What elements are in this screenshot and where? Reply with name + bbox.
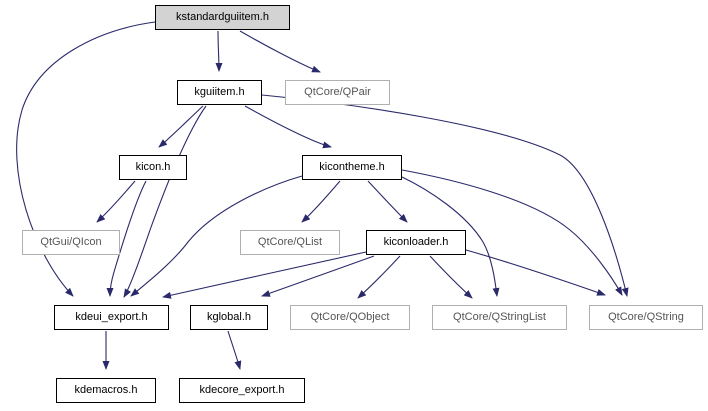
edge-kicon-qicon <box>96 180 136 223</box>
node-label: kdeui_export.h <box>75 311 148 323</box>
node-kdemacros[interactable]: kdemacros.h <box>56 378 156 403</box>
node-qtcore-qpair[interactable]: QtCore/QPair <box>285 80 390 105</box>
edge-kiconloader-kglobal <box>261 255 375 297</box>
node-label: QtCore/QList <box>257 236 323 248</box>
node-label: QtCore/QStringList <box>453 311 546 323</box>
edge-kglobal-kdecore-export <box>227 330 242 370</box>
node-kdeui-export[interactable]: kdeui_export.h <box>54 305 169 330</box>
edge-kiconloader-kdeui-export <box>162 251 367 299</box>
node-kguiitem[interactable]: kguiitem.h <box>177 80 262 105</box>
node-qtgui-qicon[interactable]: QtGui/QIcon <box>22 230 120 255</box>
node-label: kdemacros.h <box>74 384 138 396</box>
node-label: QtGui/QIcon <box>40 236 102 248</box>
node-label: kdecore_export.h <box>199 384 285 396</box>
node-kglobal[interactable]: kglobal.h <box>190 305 268 330</box>
node-kicontheme[interactable]: kicontheme.h <box>302 155 402 180</box>
edge-kguiitem-kdeui-export <box>123 105 207 298</box>
edge-kicontheme-kiconloader <box>367 180 408 223</box>
node-qtcore-qstringlist[interactable]: QtCore/QStringList <box>432 305 567 330</box>
edge-kguiitem-kicon <box>158 105 204 148</box>
node-kiconloader[interactable]: kiconloader.h <box>366 230 466 255</box>
edge-kstandardguiitem-qpair <box>239 30 321 73</box>
node-label: kicontheme.h <box>319 161 385 173</box>
node-label: QtCore/QString <box>608 311 684 323</box>
edge-kicontheme-qlist <box>301 180 341 223</box>
node-label: kguiitem.h <box>194 86 245 98</box>
node-label: kicon.h <box>135 161 171 173</box>
node-label: kglobal.h <box>206 311 252 323</box>
node-label: QtCore/QObject <box>310 311 390 323</box>
node-kstandardguiitem[interactable]: kstandardguiitem.h <box>155 5 290 30</box>
node-kdecore-export[interactable]: kdecore_export.h <box>179 378 305 403</box>
node-label: kstandardguiitem.h <box>176 11 269 23</box>
node-qtcore-qlist[interactable]: QtCore/QList <box>240 230 340 255</box>
edge-kguiitem-kicontheme <box>244 105 332 149</box>
node-label: QtCore/QPair <box>304 86 371 98</box>
node-qtcore-qobject[interactable]: QtCore/QObject <box>290 305 410 330</box>
node-label: kiconloader.h <box>383 236 449 248</box>
edge-kguiitem-qstring <box>261 94 629 297</box>
edge-kstandardguiitem-kguiitem <box>215 30 223 72</box>
node-kicon[interactable]: kicon.h <box>119 155 187 180</box>
node-qtcore-qstring[interactable]: QtCore/QString <box>589 305 703 330</box>
edge-kiconloader-qstringlist <box>429 255 473 299</box>
edge-kiconloader-qstring <box>465 249 606 296</box>
edge-kiconloader-qobject <box>357 255 401 299</box>
